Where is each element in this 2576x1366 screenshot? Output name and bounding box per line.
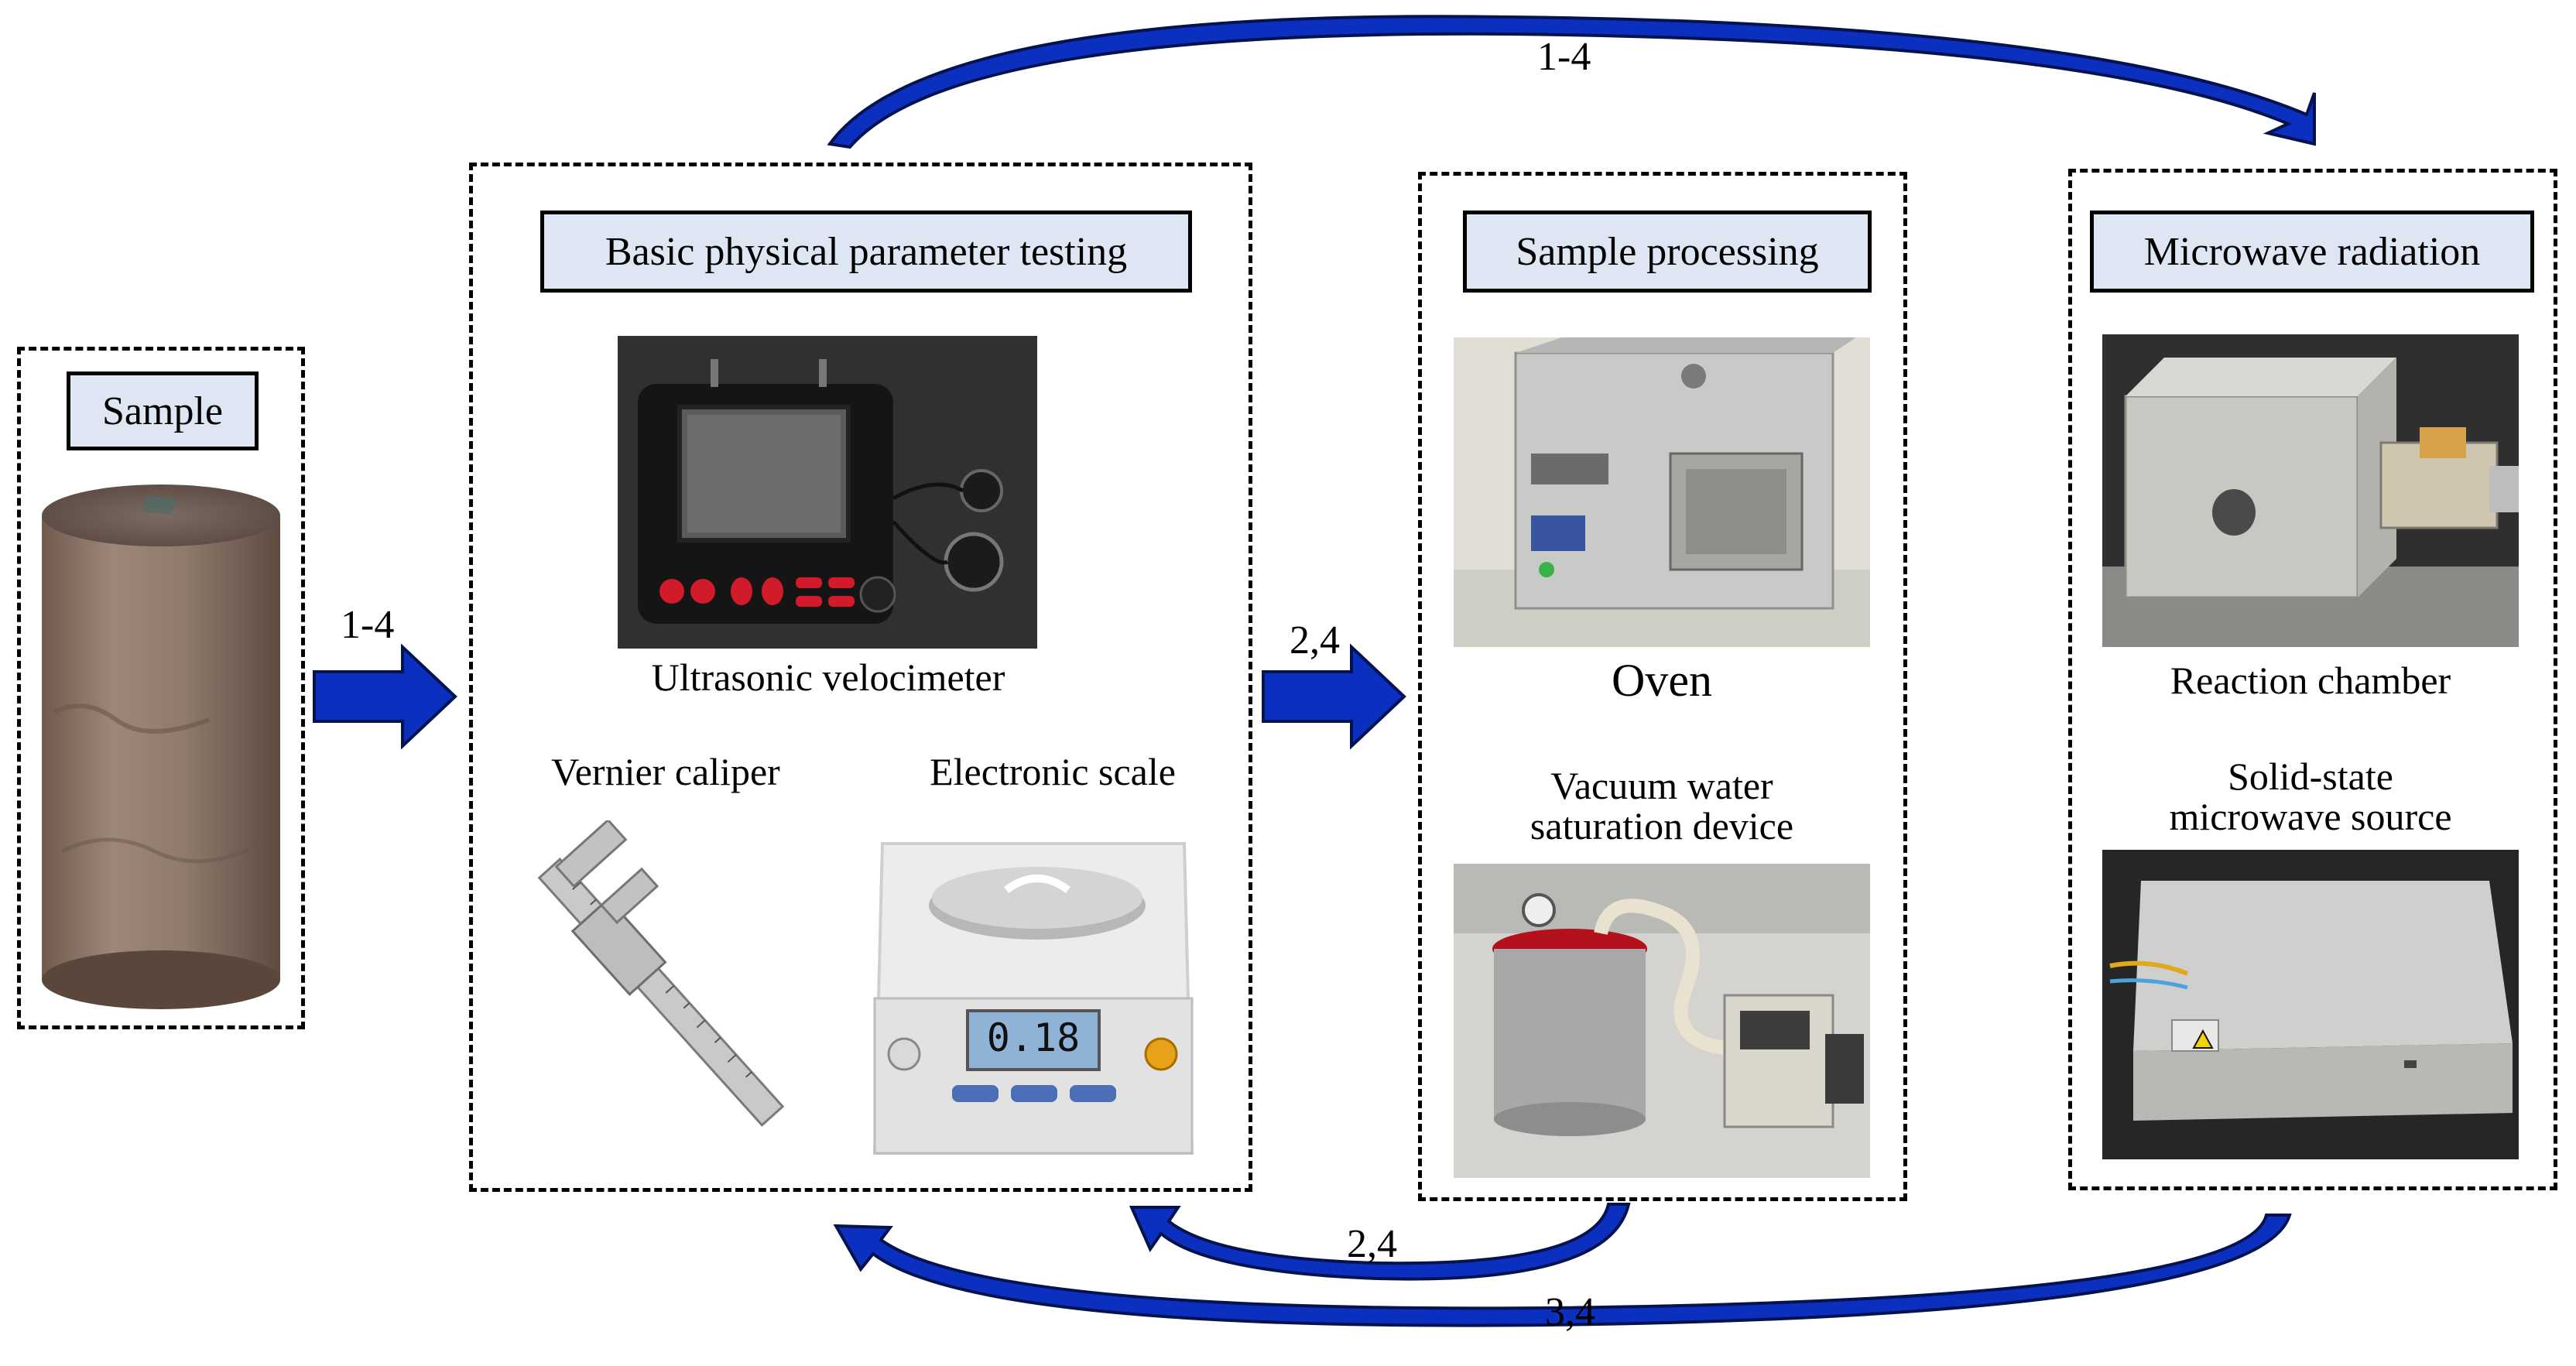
arrow-processing-to-basic [1129,1203,1631,1281]
step-label-sample-to-basic: 1-4 [341,603,395,647]
microwave-radiation-title: Microwave radiation [2090,211,2534,293]
electronic-scale-caption: Electronic scale [930,750,1176,793]
step-label-microwave-to-basic: 3,4 [1545,1290,1595,1334]
microwave-source-caption-line1: Solid-state [2228,755,2393,798]
arrow-microwave-to-basic [833,1214,2292,1327]
scale-display-reading: 0.18 [986,1015,1081,1060]
basic-testing-title: Basic physical parameter testing [540,211,1192,293]
vacuum-device-caption-line1: Vacuum water [1550,764,1773,807]
sample-processing-panel [1418,172,1907,1201]
vacuum-device-caption-line2: saturation device [1530,804,1794,847]
sample-processing-title: Sample processing [1463,211,1872,293]
step-label-basic-to-processing: 2,4 [1290,618,1340,662]
rock-core-sample-image [31,480,291,1014]
ultrasonic-velocimeter-caption: Ultrasonic velocimeter [651,656,1005,699]
vernier-caliper-image [488,820,820,1176]
vernier-caliper-caption: Vernier caliper [551,750,780,793]
oven-image [1454,337,1870,647]
reaction-chamber-image [2102,334,2519,647]
basic-testing-panel [469,163,1252,1192]
reaction-chamber-caption: Reaction chamber [2170,659,2451,702]
vacuum-saturation-device-image [1454,864,1870,1178]
electronic-scale-image: 0.18 [851,813,1215,1169]
ultrasonic-velocimeter-image [618,336,1037,649]
arrow-top-loop [827,15,2316,149]
step-label-processing-to-basic: 2,4 [1347,1222,1397,1266]
microwave-radiation-panel [2068,169,2557,1190]
oven-caption: Oven [1612,655,1712,706]
sample-title: Sample [67,371,259,450]
arrow-sample-to-basic [313,643,457,750]
step-label-top-loop: 1-4 [1537,35,1591,79]
sample-panel [17,347,305,1029]
arrow-basic-to-processing [1262,643,1406,750]
microwave-source-image [2102,850,2519,1159]
microwave-source-caption-line2: microwave source [2169,795,2452,838]
